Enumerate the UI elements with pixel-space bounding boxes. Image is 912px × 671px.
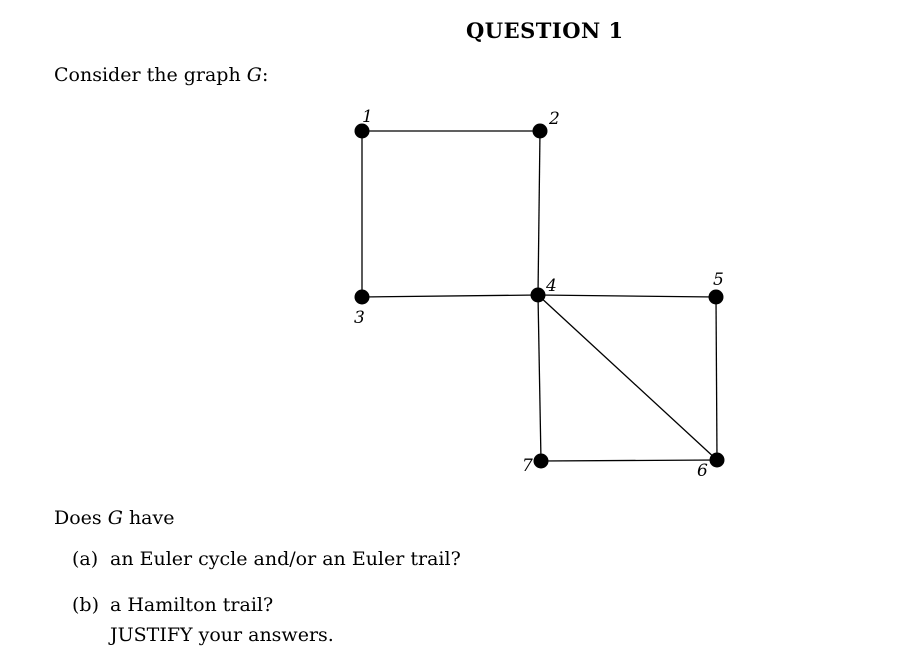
vertex-7 — [533, 453, 549, 469]
edge-2-4 — [537, 130, 541, 296]
vertex-1 — [354, 123, 370, 139]
question-prompt: Does G have — [54, 507, 175, 529]
vertex-label-4: 4 — [545, 276, 557, 296]
graph-vertex-labels: 1 2 3 4 5 6 7 — [354, 107, 724, 481]
question-graph-symbol: G — [107, 507, 123, 529]
vertex-label-7: 7 — [522, 456, 533, 476]
intro-colon: : — [261, 64, 269, 86]
question-prefix: Does — [54, 507, 108, 529]
edge-4-7 — [537, 294, 542, 462]
question-title: QUESTION 1 — [466, 18, 624, 43]
vertex-label-1: 1 — [362, 107, 373, 127]
vertex-6 — [709, 452, 725, 468]
vertex-4 — [530, 287, 546, 303]
vertex-5 — [708, 289, 724, 305]
part-b-text: a Hamilton trail? — [110, 594, 274, 616]
edge-5-6 — [715, 296, 718, 461]
edge-4-5 — [537, 294, 717, 298]
vertex-3 — [354, 289, 370, 305]
graph-symbol: G — [246, 64, 262, 86]
edge-3-4 — [361, 294, 539, 298]
vertex-label-5: 5 — [713, 270, 724, 290]
intro-sentence: Consider the graph G: — [54, 64, 268, 86]
graph-edges — [361, 130, 718, 462]
vertex-2 — [532, 123, 548, 139]
question-part-b: (b) a Hamilton trail? — [72, 594, 273, 616]
intro-text: Consider the graph — [54, 64, 247, 86]
graph-vertices — [354, 123, 725, 469]
part-a-marker: (a) — [72, 548, 99, 570]
vertex-label-2: 2 — [548, 109, 560, 129]
justify-instruction: JUSTIFY your answers. — [110, 624, 334, 646]
edge-7-6 — [540, 459, 718, 462]
question-suffix: have — [122, 507, 175, 529]
part-a-text: an Euler cycle and/or an Euler trail? — [110, 548, 461, 570]
vertex-label-6: 6 — [697, 461, 708, 481]
part-b-marker: (b) — [72, 594, 99, 616]
edge-4-6 — [537, 294, 718, 461]
question-part-a: (a) an Euler cycle and/or an Euler trail? — [72, 548, 461, 570]
vertex-label-3: 3 — [354, 308, 365, 328]
